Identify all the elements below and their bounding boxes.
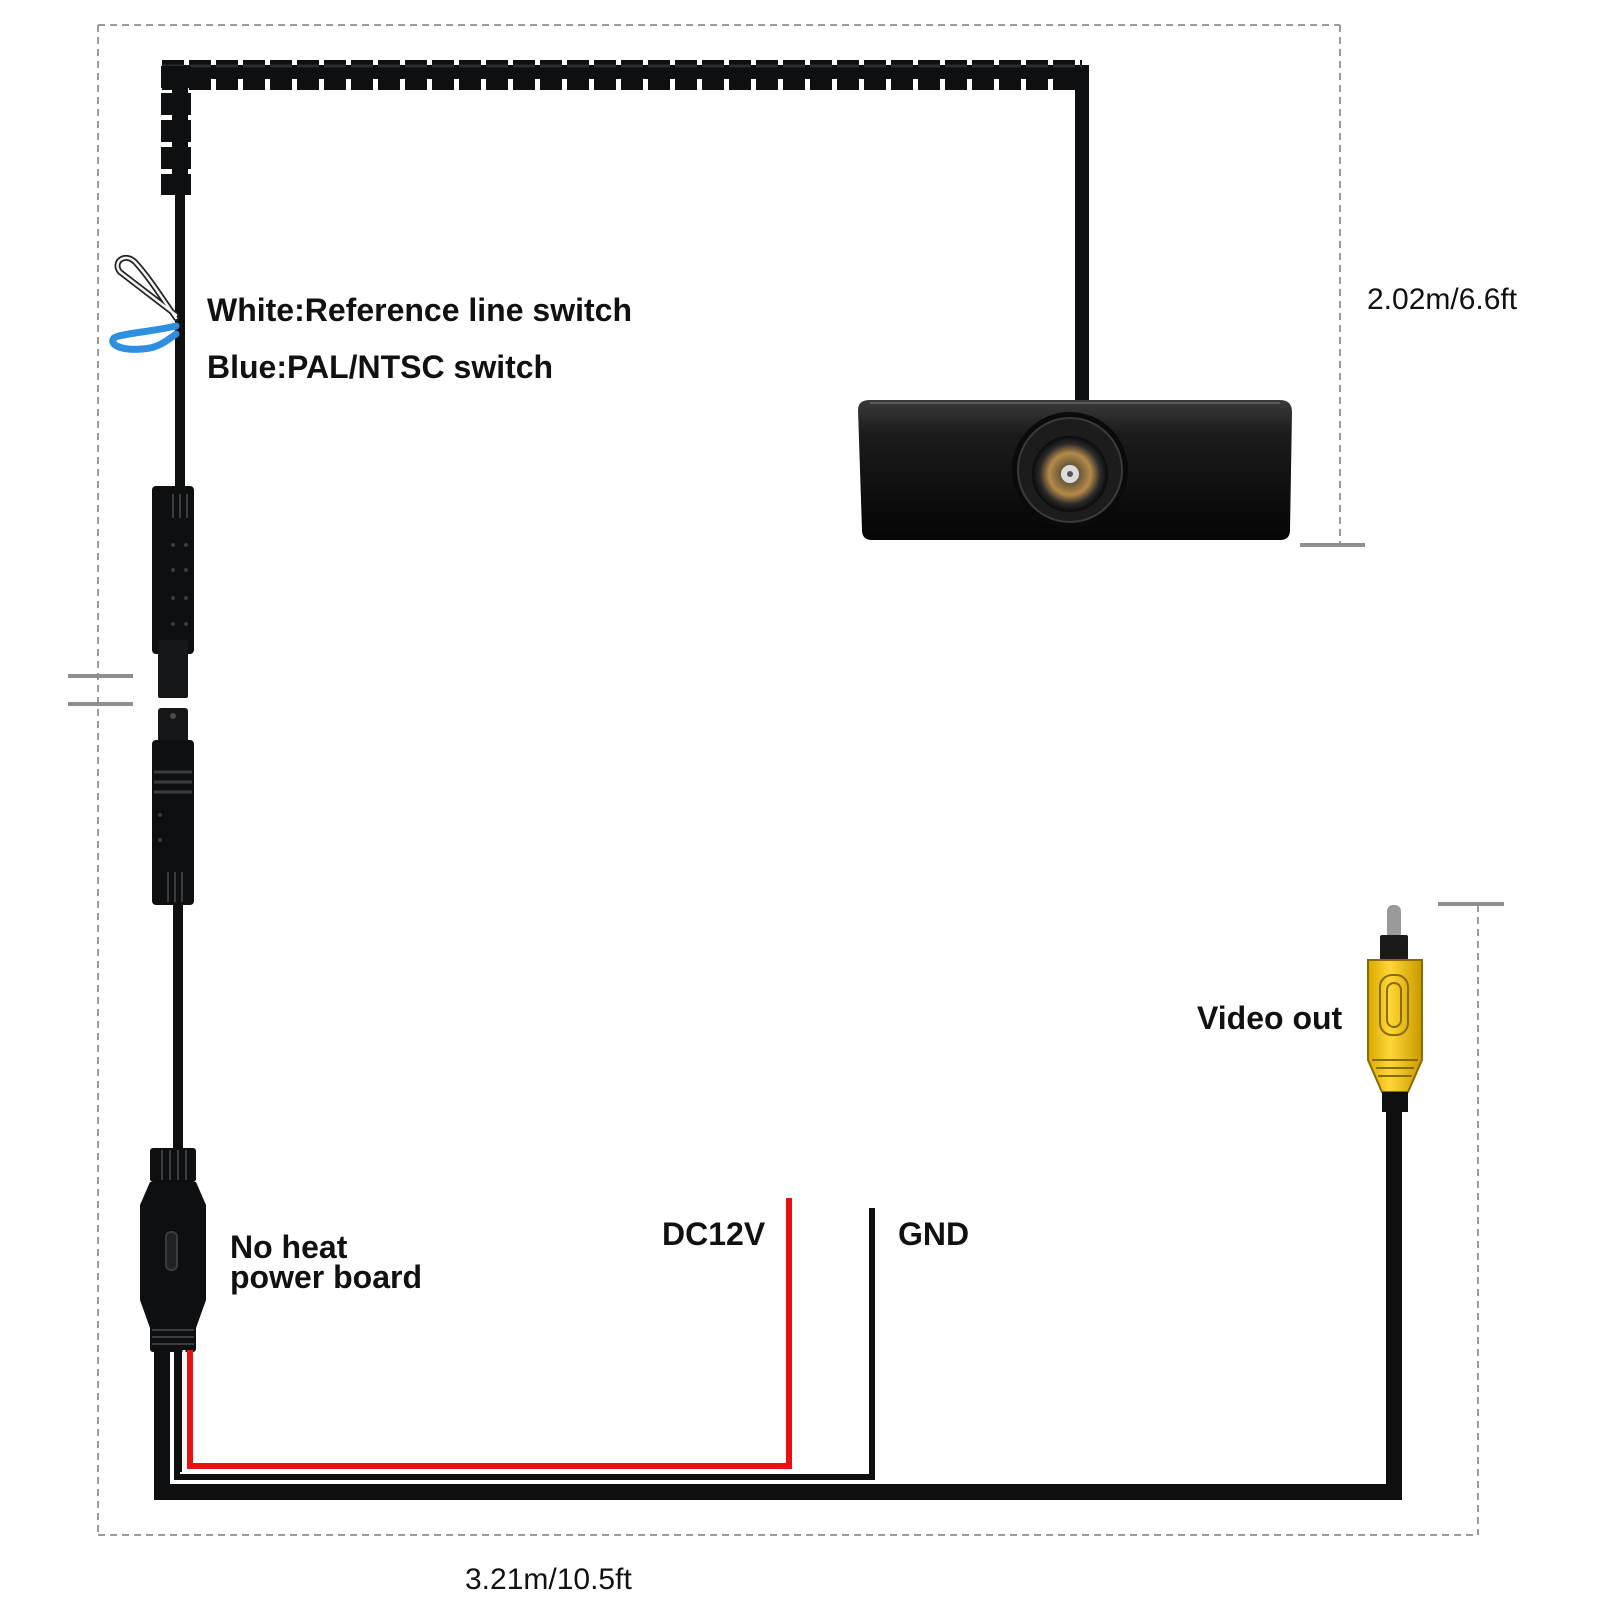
rca-plug bbox=[1367, 905, 1423, 1112]
blue-wire-label: Blue:PAL/NTSC switch bbox=[207, 349, 554, 385]
camera bbox=[858, 400, 1292, 540]
output-wires bbox=[154, 1105, 1402, 1500]
dimension-ticks bbox=[68, 543, 1504, 906]
dc12v-wire bbox=[187, 1198, 792, 1469]
wrapped-cable bbox=[161, 60, 1089, 402]
video-out-label: Video out bbox=[1197, 1000, 1343, 1036]
camera-lens bbox=[1012, 412, 1128, 528]
vertical-dimension-label: 2.02m/6.6ft bbox=[1367, 283, 1518, 316]
power-board-label: No heat power board bbox=[230, 1229, 423, 1295]
switch-wire-loops bbox=[109, 254, 180, 353]
white-wire-label: White:Reference line switch bbox=[207, 292, 632, 328]
upper-connector bbox=[152, 486, 194, 698]
power-board-label-line1: No heat bbox=[230, 1229, 348, 1265]
power-board-module bbox=[140, 1148, 206, 1352]
power-board-label-line2: power board bbox=[230, 1259, 423, 1295]
dimension-lines bbox=[97, 24, 1479, 1536]
video-cable bbox=[154, 1105, 1402, 1500]
lower-connector bbox=[152, 708, 194, 905]
gnd-wire bbox=[174, 1208, 875, 1480]
gnd-label: GND bbox=[898, 1216, 970, 1252]
camera-cable bbox=[173, 190, 185, 1158]
dc12v-label: DC12V bbox=[662, 1216, 766, 1252]
blue-wire-loop bbox=[109, 322, 180, 353]
horizontal-dimension-label: 3.21m/10.5ft bbox=[465, 1563, 632, 1596]
